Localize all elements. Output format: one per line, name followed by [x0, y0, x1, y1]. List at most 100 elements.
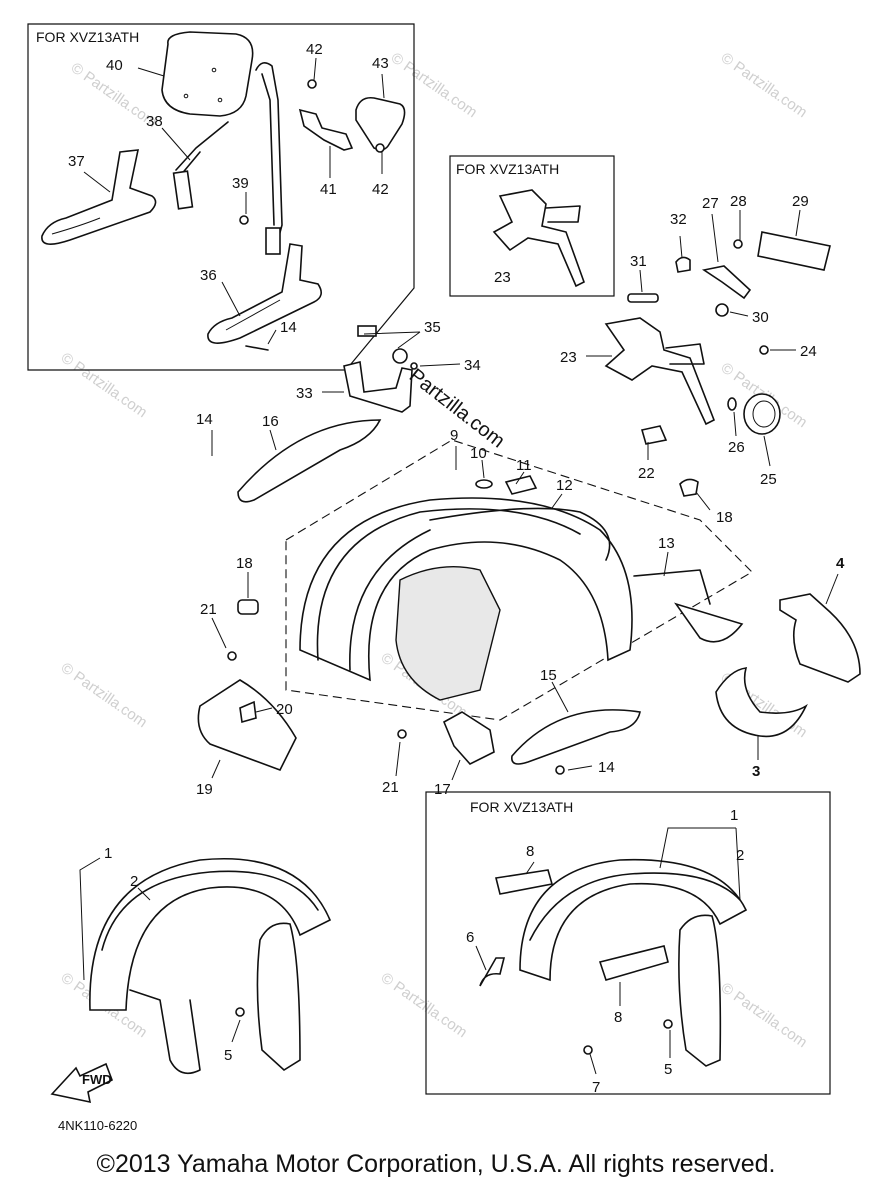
leader-lines — [79, 57, 839, 1075]
fender-xvz13ath-box: FOR XVZ13ATH — [425, 791, 831, 1095]
callout-22: 22 — [638, 465, 655, 482]
callout-40: 40 — [106, 57, 123, 74]
callout-3: 3 — [752, 763, 760, 780]
box-label: FOR XVZ13ATH — [36, 29, 139, 45]
callout-10: 10 — [470, 445, 487, 462]
license-light-bar — [757, 231, 831, 271]
diagram-code: 4NK110-6220 — [58, 1118, 137, 1133]
callout-26: 26 — [728, 439, 745, 456]
callout-37: 37 — [68, 153, 85, 170]
callout-6: 6 — [466, 929, 474, 946]
fender-side-cover-right — [511, 709, 641, 765]
callout-5: 5 — [664, 1061, 672, 1078]
callout-32: 32 — [670, 211, 687, 228]
callout-2: 2 — [130, 873, 138, 890]
watermark: © Partzilla.com — [58, 659, 151, 731]
callout-14: 14 — [196, 411, 213, 428]
inner-fender — [395, 566, 501, 701]
fwd-label: FWD — [82, 1072, 112, 1087]
callout-4: 4 — [836, 555, 845, 572]
callout-36: 36 — [200, 267, 217, 284]
backrest-bracket — [41, 149, 157, 245]
callout-24: 24 — [800, 343, 817, 360]
fender-hinge — [442, 711, 495, 765]
fender-1 — [89, 858, 332, 1011]
side-bracket — [207, 243, 322, 344]
license-bracket — [604, 317, 716, 426]
callout-17: 17 — [434, 781, 451, 798]
callout-18: 18 — [716, 509, 733, 526]
callout-43: 43 — [372, 55, 389, 72]
license-bracket-assembly — [604, 231, 831, 497]
box-frame — [425, 791, 831, 1095]
callout-42: 42 — [306, 41, 323, 58]
callout-39: 39 — [232, 175, 249, 192]
backrest-stay — [255, 62, 283, 241]
callout-11: 11 — [516, 457, 532, 474]
callout-41: 41 — [320, 181, 337, 198]
watermark: © Partzilla.com — [718, 979, 811, 1051]
callout-8: 8 — [526, 843, 534, 860]
tail-cover — [197, 679, 297, 771]
hinge-plate — [298, 108, 354, 151]
callout-21: 21 — [200, 601, 217, 618]
callout-31: 31 — [630, 253, 647, 270]
callout-1: 1 — [730, 807, 738, 824]
callout-16: 16 — [262, 413, 279, 430]
fwd-arrow-icon — [50, 1062, 114, 1104]
license-bracket-alt — [492, 189, 585, 288]
callout-35: 35 — [424, 319, 441, 336]
fender-stay-bracket — [343, 361, 413, 413]
callout-25: 25 — [760, 471, 777, 488]
rear-fender-group — [197, 419, 753, 775]
rear-pieces — [715, 593, 861, 738]
watermark: © Partzilla.com — [58, 349, 151, 421]
callout-23: 23 — [560, 349, 577, 366]
fender-piece-4 — [779, 593, 861, 683]
callout-14: 14 — [598, 759, 615, 776]
callout-42: 42 — [372, 181, 389, 198]
backrest-box: FOR XVZ13ATH — [27, 23, 415, 371]
callout-8: 8 — [614, 1009, 622, 1026]
callout-14: 14 — [280, 319, 297, 336]
callout-28: 28 — [730, 193, 747, 210]
fender-rail — [429, 507, 611, 561]
callout-33: 33 — [296, 385, 313, 402]
box-label: FOR XVZ13ATH — [470, 799, 573, 815]
bracket-alt-box: FOR XVZ13ATH — [449, 155, 615, 297]
copyright-notice: ©2013 Yamaha Motor Corporation, U.S.A. A… — [96, 1150, 776, 1178]
mud-flap — [674, 602, 744, 643]
callout-7: 7 — [592, 1079, 600, 1096]
watermark: © Partzilla.com — [718, 49, 811, 121]
fender-piece-3 — [715, 667, 808, 738]
callout-13: 13 — [658, 535, 675, 552]
callout-2: 2 — [736, 847, 744, 864]
callout-5: 5 — [224, 1047, 232, 1064]
callout-1: 1 — [104, 845, 112, 862]
callout-30: 30 — [752, 309, 769, 326]
callout-34: 34 — [464, 357, 481, 374]
callout-21: 21 — [382, 779, 399, 796]
callout-38: 38 — [146, 113, 163, 130]
rear-fender-stay — [343, 325, 418, 413]
box-frame — [449, 155, 615, 297]
callout-15: 15 — [540, 667, 557, 684]
callout-19: 19 — [196, 781, 213, 798]
callout-18: 18 — [236, 555, 253, 572]
callout-27: 27 — [702, 195, 719, 212]
watermark: © Partzilla.com — [378, 969, 471, 1041]
callout-23: 23 — [494, 269, 511, 286]
assembly-outline — [285, 439, 753, 721]
callout-29: 29 — [792, 193, 809, 210]
rear-fender — [299, 497, 633, 682]
grab-pad — [355, 96, 406, 151]
backrest-pad — [161, 31, 254, 117]
callout-20: 20 — [276, 701, 293, 718]
box-frame — [27, 23, 415, 371]
fender-side-cover — [237, 419, 382, 503]
fender-standard: FWD — [50, 858, 332, 1104]
callout-12: 12 — [556, 477, 573, 494]
callouts: 40 42 43 38 37 39 41 42 36 14 23 32 27 2… — [68, 41, 845, 1096]
callout-9: 9 — [450, 427, 458, 444]
